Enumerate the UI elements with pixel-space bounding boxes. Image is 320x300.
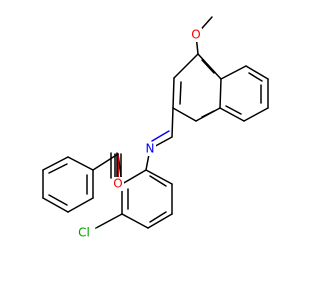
bond-naph-2 bbox=[172, 77, 175, 109]
bond-naph-inner-4 bbox=[248, 72, 263, 82]
methoxy-o-bg bbox=[190, 28, 202, 42]
bond-naph-11 bbox=[219, 107, 245, 122]
bond-naph-inner-2 bbox=[201, 110, 215, 118]
bond-naph-8 bbox=[245, 65, 269, 80]
bond-ph-inner-1 bbox=[48, 163, 68, 174]
molecule-drawing: O O N Cl bbox=[42, 16, 269, 240]
bond-ar-cl bbox=[95, 213, 123, 229]
bond-carbonyl-phenyl bbox=[92, 153, 119, 171]
imine-nitrogen-label: N bbox=[146, 142, 155, 156]
bond-naph-1 bbox=[173, 53, 199, 79]
bond-ar-3 bbox=[121, 213, 149, 229]
bond-ar-4 bbox=[147, 213, 173, 229]
bond-ar-1 bbox=[121, 169, 147, 185]
bond-naph-inner-3 bbox=[201, 59, 215, 74]
bond-naph-7 bbox=[220, 65, 247, 80]
bond-naph-inner-6 bbox=[225, 105, 242, 115]
structure-canvas: O O N Cl bbox=[42, 16, 269, 240]
bond-ar-inner-3 bbox=[149, 175, 167, 187]
bond-ph-2 bbox=[42, 156, 69, 171]
bond-naph-inner-1 bbox=[179, 81, 182, 105]
bond-naph-ch bbox=[171, 107, 174, 138]
bond-naph-3 bbox=[172, 107, 197, 122]
bond-ch-n-double bbox=[151, 130, 170, 142]
bond-ph-4 bbox=[42, 197, 69, 213]
ketone-o-bg bbox=[112, 177, 124, 191]
bond-ph-1 bbox=[67, 156, 94, 171]
methoxy-oxygen-label: O bbox=[191, 28, 200, 42]
chlorine-label: Cl bbox=[78, 226, 90, 240]
bond-naph-10 bbox=[243, 107, 269, 122]
bond-ph-inner-2 bbox=[48, 194, 68, 206]
bond-naph-5 bbox=[219, 78, 222, 109]
ketone-oxygen-label: O bbox=[113, 177, 122, 191]
bond-ar-6 bbox=[145, 169, 173, 185]
chlorine-bg bbox=[75, 226, 95, 240]
bond-ar-inner-2 bbox=[149, 211, 167, 223]
imine-n-bg bbox=[144, 142, 156, 156]
bond-ph-5 bbox=[67, 197, 94, 213]
bond-naph-6 bbox=[197, 53, 222, 80]
